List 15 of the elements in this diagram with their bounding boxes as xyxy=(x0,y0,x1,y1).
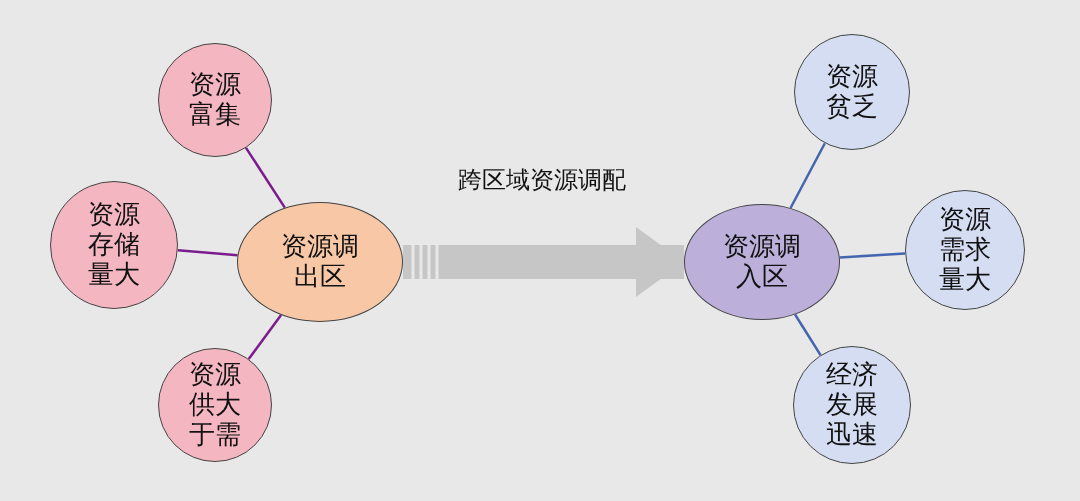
connector-line xyxy=(794,313,822,356)
connector-line xyxy=(247,314,283,360)
connector-line xyxy=(244,147,286,209)
connector-line xyxy=(177,249,238,257)
connector-line xyxy=(839,252,906,259)
node-text: 资源调出区 xyxy=(281,232,359,292)
node-text: 资源供大于需 xyxy=(189,360,241,450)
node-text: 资源贫乏 xyxy=(826,62,878,122)
node-text: 资源需求量大 xyxy=(939,205,991,295)
connector-line xyxy=(789,142,826,209)
node-text: 经济发展迅速 xyxy=(826,360,878,450)
node-text: 资源调入区 xyxy=(723,232,801,292)
node-text: 资源存储量大 xyxy=(88,200,140,290)
edge-label: 跨区域资源调配 xyxy=(458,165,626,196)
node-text: 资源富集 xyxy=(189,70,241,130)
